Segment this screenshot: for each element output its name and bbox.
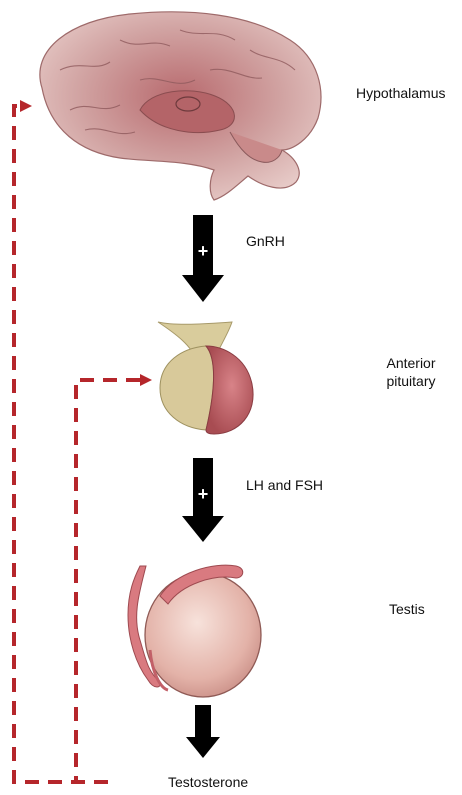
pituitary-illustration [157, 321, 254, 435]
label-anterior-pituitary: Anterior pituitary [366, 354, 456, 390]
label-gnrh: GnRH [246, 233, 285, 249]
label-anterior: Anterior [386, 355, 436, 371]
label-pituitary: pituitary [386, 373, 436, 389]
arrow-testosterone [186, 705, 220, 758]
brain-illustration [39, 11, 322, 201]
arrow-gnrh [182, 215, 224, 302]
feedback-line-to-hypothalamus [12, 104, 108, 784]
label-hypothalamus: Hypothalamus [356, 85, 446, 101]
label-testosterone: Testosterone [168, 774, 249, 790]
testis-illustration [127, 564, 262, 698]
plus-sign-gnrh: + [197, 241, 209, 261]
label-testis: Testis [389, 601, 425, 617]
feedback-line-to-pituitary [74, 378, 140, 784]
plus-sign-lh-fsh: + [197, 484, 209, 504]
label-lh-fsh: LH and FSH [246, 477, 324, 493]
feedback-arrowhead-hypothalamus [20, 100, 32, 112]
arrow-lh-fsh [182, 458, 224, 542]
feedback-arrowhead-pituitary [140, 374, 152, 386]
